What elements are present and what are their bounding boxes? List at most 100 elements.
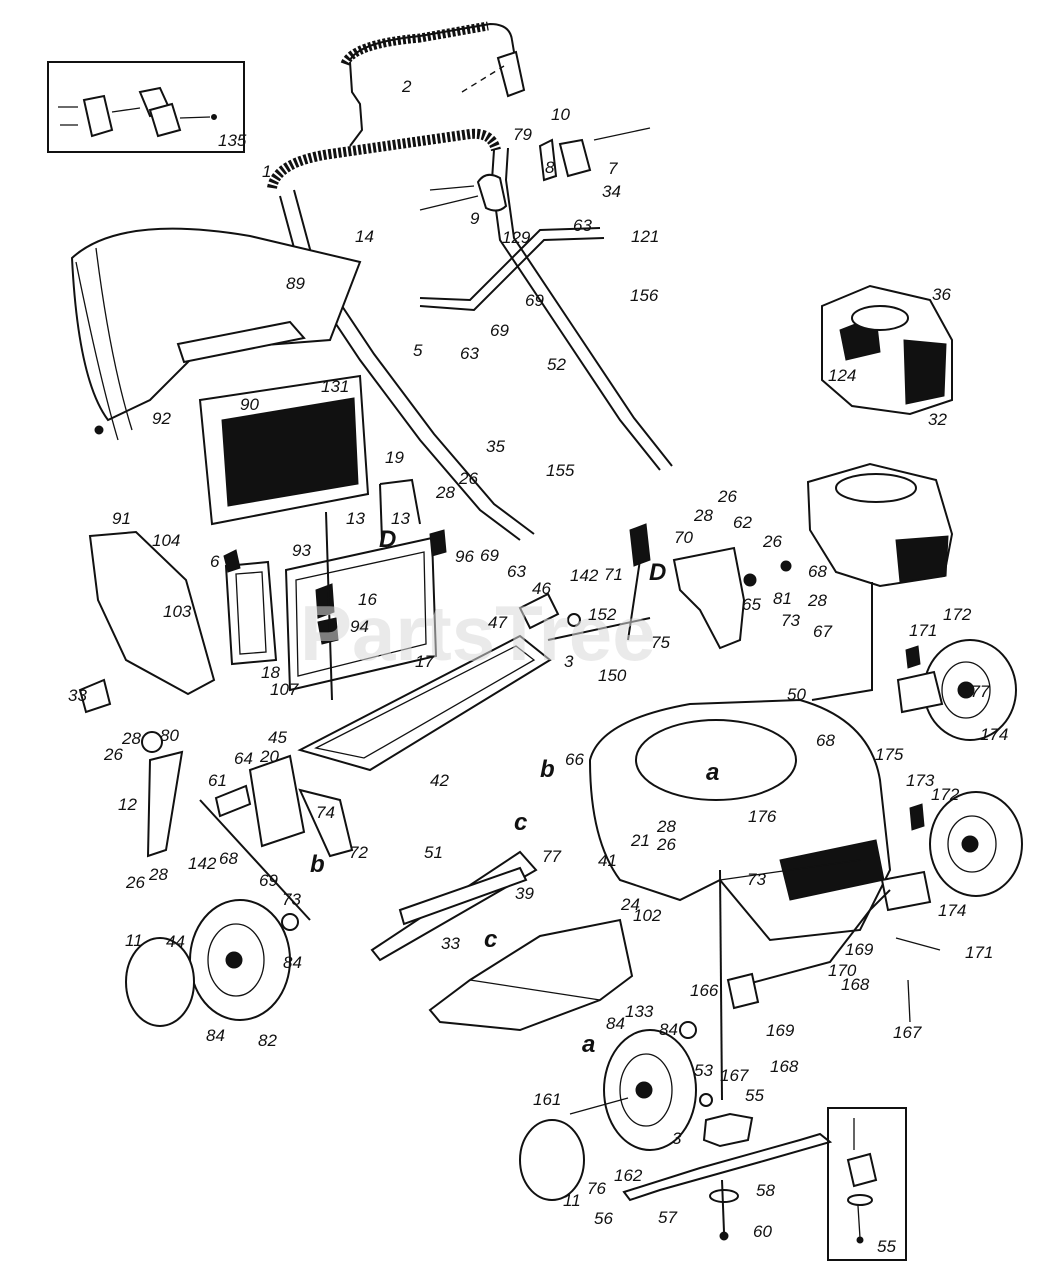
part-label-l77: 77 [542, 847, 561, 866]
part-label-l55b: 55 [877, 1237, 896, 1256]
part-label-l131: 131 [321, 377, 349, 396]
part-label-l177a: 177 [961, 682, 990, 701]
part-label-l69a: 69 [525, 291, 544, 310]
part-label-l150: 150 [598, 666, 627, 685]
part-label-l26d: 26 [103, 745, 123, 764]
part-label-l9: 9 [470, 209, 480, 228]
part-label-l156: 156 [630, 286, 659, 305]
part-label-lb2: b [310, 851, 325, 878]
part-label-l63a: 63 [573, 216, 592, 235]
part-label-l73c: 73 [747, 870, 766, 889]
front-wheel-bottom [519, 1021, 697, 1201]
part-label-l89: 89 [286, 274, 305, 293]
rear-axle-bracket [297, 592, 651, 772]
part-label-l75: 75 [651, 633, 670, 652]
part-label-l10: 10 [551, 105, 570, 124]
engine-top [821, 284, 953, 416]
part-label-l166: 166 [690, 981, 719, 1000]
mower-deck [588, 698, 892, 942]
part-label-lc1: c [514, 809, 527, 836]
control-box [419, 127, 651, 212]
part-label-l84b: 84 [206, 1026, 225, 1045]
discharge-chute [428, 918, 634, 1032]
part-label-l19: 19 [385, 448, 404, 467]
part-label-l124: 124 [828, 366, 856, 385]
part-label-l167b: 167 [720, 1066, 749, 1085]
part-label-l172a: 172 [943, 605, 972, 624]
engine-main [806, 462, 954, 701]
part-label-l3a: 3 [564, 652, 574, 671]
part-label-l103: 103 [163, 602, 192, 621]
height-adjuster-right [627, 523, 792, 650]
part-label-lc2: c [484, 926, 497, 953]
part-label-l3b: 3 [672, 1129, 682, 1148]
part-label-l171b: 171 [965, 943, 993, 962]
part-label-l1: 1 [262, 162, 271, 181]
part-label-l74: 74 [316, 803, 335, 822]
part-label-l81: 81 [773, 589, 792, 608]
rear-skirt [370, 850, 538, 962]
front-axle [726, 889, 941, 1023]
rear-deflector [78, 530, 278, 714]
part-label-l14: 14 [355, 227, 374, 246]
part-label-l135: 135 [218, 131, 247, 150]
part-label-l142a: 142 [570, 566, 599, 585]
part-label-l13b: 13 [391, 509, 410, 528]
part-label-l162: 162 [614, 1166, 643, 1185]
inset-135 [47, 61, 245, 153]
part-label-l35: 35 [486, 437, 505, 456]
part-label-l173: 173 [906, 771, 935, 790]
part-label-l96: 96 [455, 547, 474, 566]
part-label-l76: 76 [587, 1179, 606, 1198]
part-label-l28c: 28 [807, 591, 827, 610]
part-label-l62: 62 [733, 513, 752, 532]
part-label-l56: 56 [594, 1209, 613, 1228]
part-label-l28a: 28 [435, 483, 455, 502]
part-label-l170: 170 [828, 961, 857, 980]
part-label-l68b: 68 [816, 731, 835, 750]
part-label-l33b: 33 [441, 934, 460, 953]
part-label-l28e: 28 [656, 817, 676, 836]
part-label-l42: 42 [430, 771, 449, 790]
part-label-l92: 92 [152, 409, 171, 428]
part-label-l168a: 168 [841, 975, 870, 994]
part-label-l60: 60 [753, 1222, 772, 1241]
inset-55 [827, 1107, 907, 1261]
part-label-l69b: 69 [490, 321, 509, 340]
part-label-l13a: 13 [346, 509, 365, 528]
grass-bag [70, 227, 370, 526]
part-label-l84d: 84 [659, 1020, 678, 1039]
part-label-l63c: 63 [507, 562, 526, 581]
part-label-l26b: 26 [717, 487, 737, 506]
part-label-l68c: 68 [219, 849, 238, 868]
part-label-l72: 72 [349, 843, 368, 862]
part-label-lD1: D [379, 526, 396, 553]
part-label-l172b: 172 [931, 785, 960, 804]
part-label-l175: 175 [875, 745, 904, 764]
part-label-l102: 102 [633, 906, 662, 925]
part-label-l142b: 142 [188, 854, 217, 873]
part-label-l46: 46 [532, 579, 551, 598]
part-label-l90: 90 [240, 395, 259, 414]
part-label-l24: 24 [620, 895, 640, 914]
part-label-l50: 50 [787, 685, 806, 704]
part-label-l168b: 168 [770, 1057, 799, 1076]
part-label-l69d: 69 [259, 871, 278, 890]
part-label-l47: 47 [488, 613, 507, 632]
part-label-l174b: 174 [938, 901, 966, 920]
part-label-l152: 152 [588, 605, 617, 624]
part-label-l84a: 84 [283, 953, 302, 972]
part-label-l161: 161 [533, 1090, 561, 1109]
part-label-l169b: 169 [766, 1021, 795, 1040]
right-wheel-lower [880, 791, 1023, 912]
part-label-l176: 176 [748, 807, 777, 826]
upper-handle [340, 21, 526, 147]
watermark-text: PartsTree [300, 589, 656, 677]
part-label-l84c: 84 [606, 1014, 625, 1033]
part-label-l11b: 11 [563, 1191, 581, 1210]
part-label-l32: 32 [928, 410, 947, 429]
rear-door [284, 478, 447, 701]
part-label-l73a: 73 [781, 611, 800, 630]
